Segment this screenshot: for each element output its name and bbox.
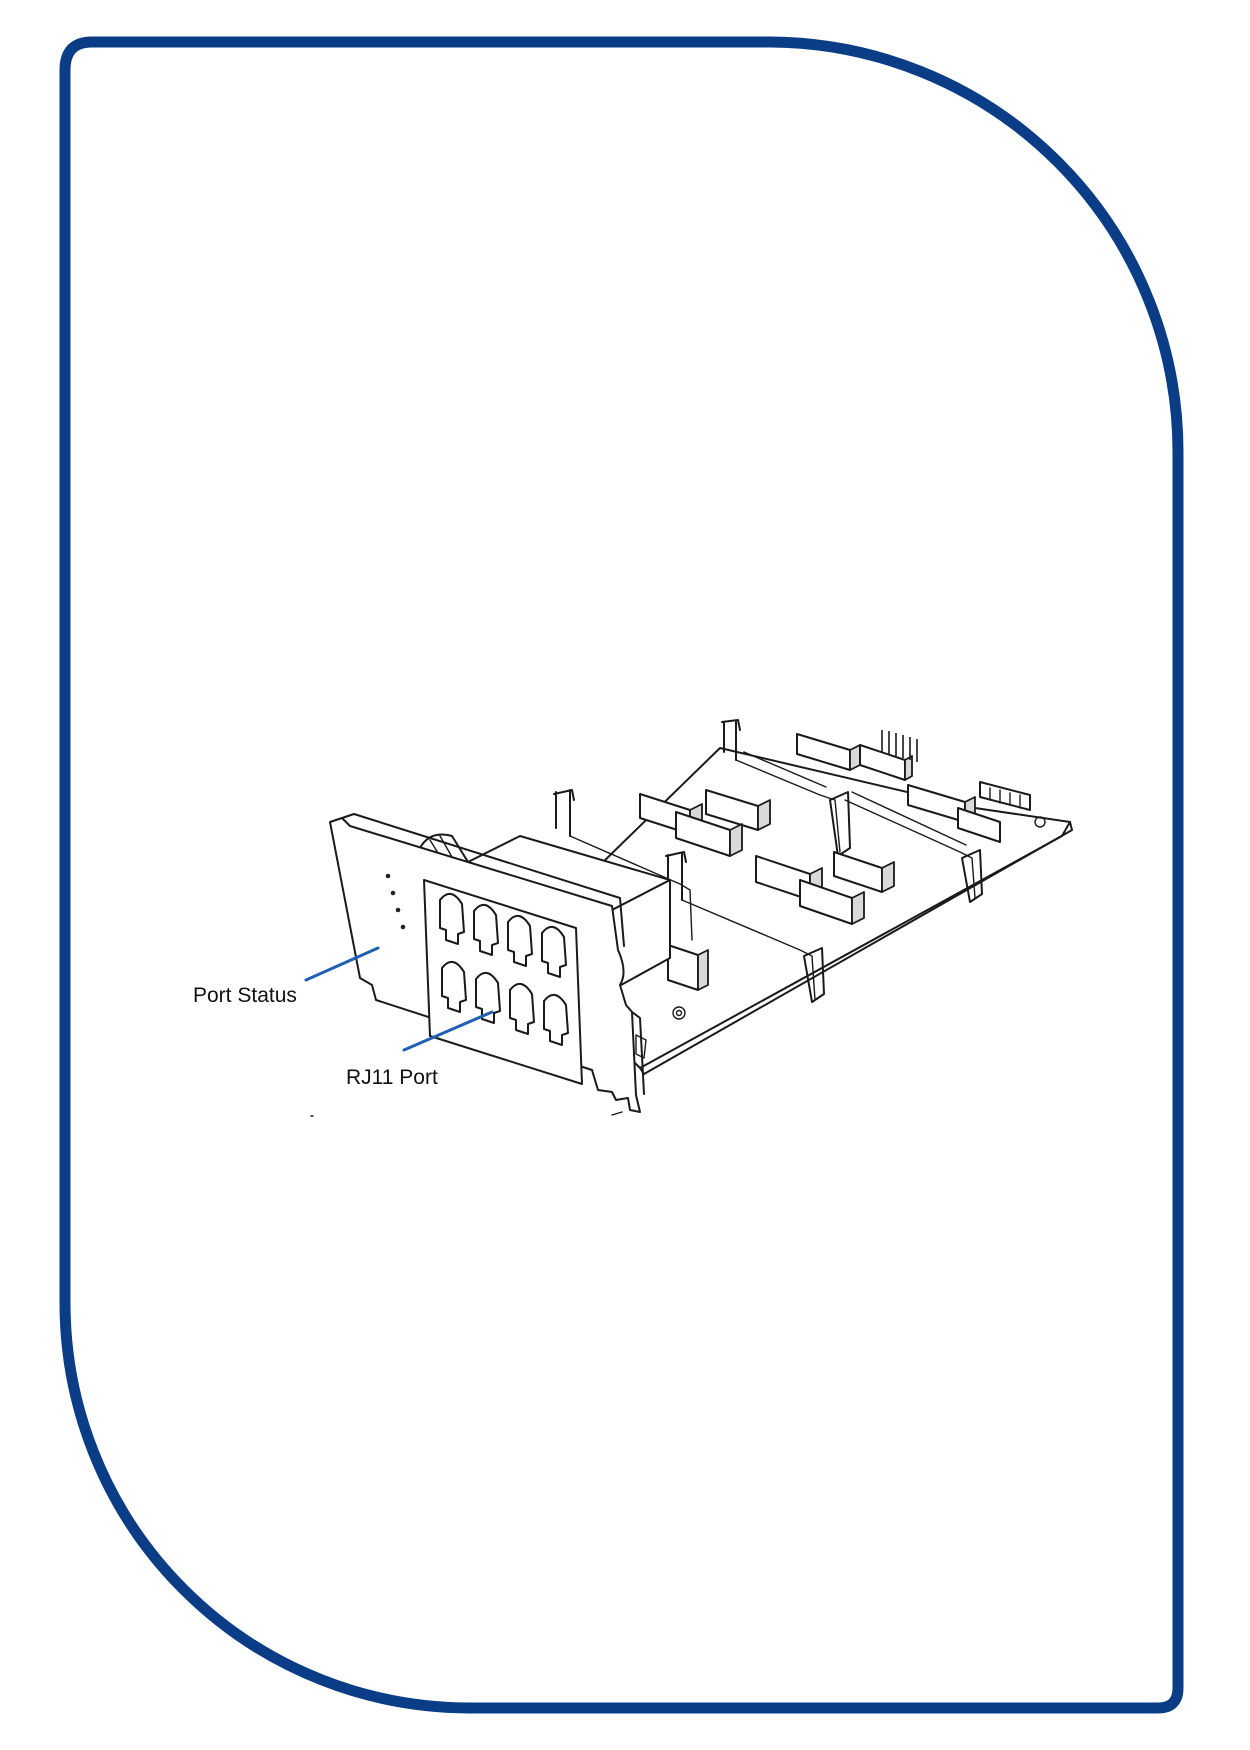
- callout-rj11-port: RJ11 Port: [346, 1010, 494, 1089]
- pin-header-connectors: [639, 730, 1031, 991]
- rj11-port: [509, 983, 535, 1035]
- module-bays: [569, 751, 983, 1003]
- rj11-port: [439, 893, 465, 945]
- callout-line-rj11-port: [402, 1010, 494, 1052]
- status-led: [400, 924, 406, 930]
- status-led: [395, 907, 401, 913]
- rj11-port: [543, 994, 569, 1046]
- status-leds: [385, 873, 406, 930]
- callout-line-port-status: [304, 946, 380, 982]
- status-led: [385, 873, 391, 879]
- status-led: [390, 890, 396, 896]
- rj11-port: [541, 926, 567, 978]
- bracket-tab-mark: [310, 1111, 623, 1117]
- rj11-port-panel: [423, 879, 583, 1085]
- label-rj11-port: RJ11 Port: [346, 1066, 438, 1089]
- rj11-port: [473, 904, 499, 956]
- rj11-port: [507, 915, 533, 967]
- label-port-status: Port Status: [193, 984, 297, 1007]
- interface-card-illustration: [329, 719, 1073, 1113]
- board-clips: [553, 719, 741, 901]
- frame-border: [59, 36, 1184, 1714]
- rj11-port: [441, 961, 467, 1013]
- callout-port-status: Port Status: [193, 946, 380, 1007]
